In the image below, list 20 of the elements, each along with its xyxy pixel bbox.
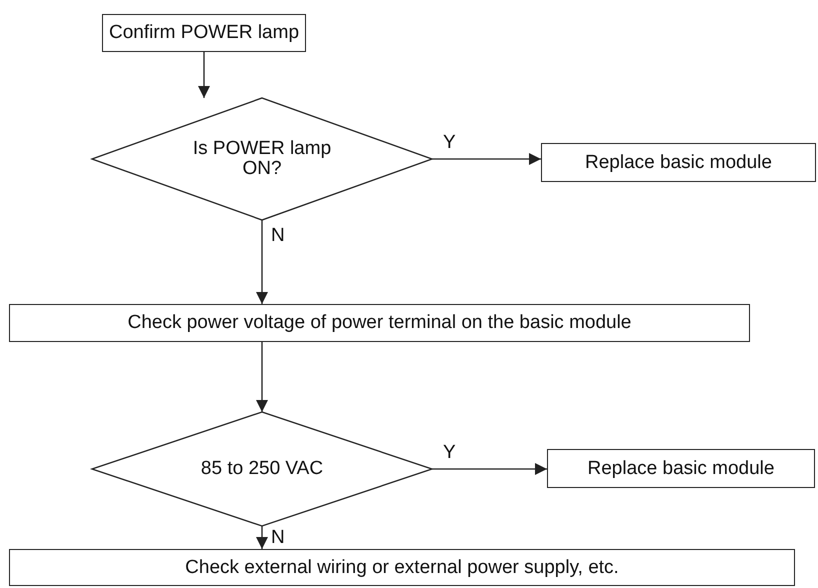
decision-diamond [92, 412, 432, 526]
process-box [102, 14, 306, 52]
step-text: Check power voltage of power terminal on the basic module [128, 313, 632, 333]
process-box [541, 143, 816, 182]
arrow [256, 342, 268, 412]
step-text: Replace basic module [585, 152, 772, 172]
step-text: Check external wiring or external power supply, etc. [185, 558, 619, 578]
arrow [432, 463, 547, 475]
arrow [198, 52, 210, 98]
step-text: Confirm POWER lamp [108, 23, 300, 43]
arrow [256, 526, 268, 549]
process-box [9, 304, 750, 342]
arrow [432, 153, 541, 165]
step-text: Replace basic module [588, 458, 774, 478]
decision-diamond [92, 98, 432, 220]
process-box [9, 549, 795, 586]
process-box [547, 449, 815, 488]
decision-text: 85 to 250 VAC [200, 459, 324, 479]
arrow [256, 220, 268, 304]
decision-text: Is POWER lamp ON? [192, 139, 332, 179]
